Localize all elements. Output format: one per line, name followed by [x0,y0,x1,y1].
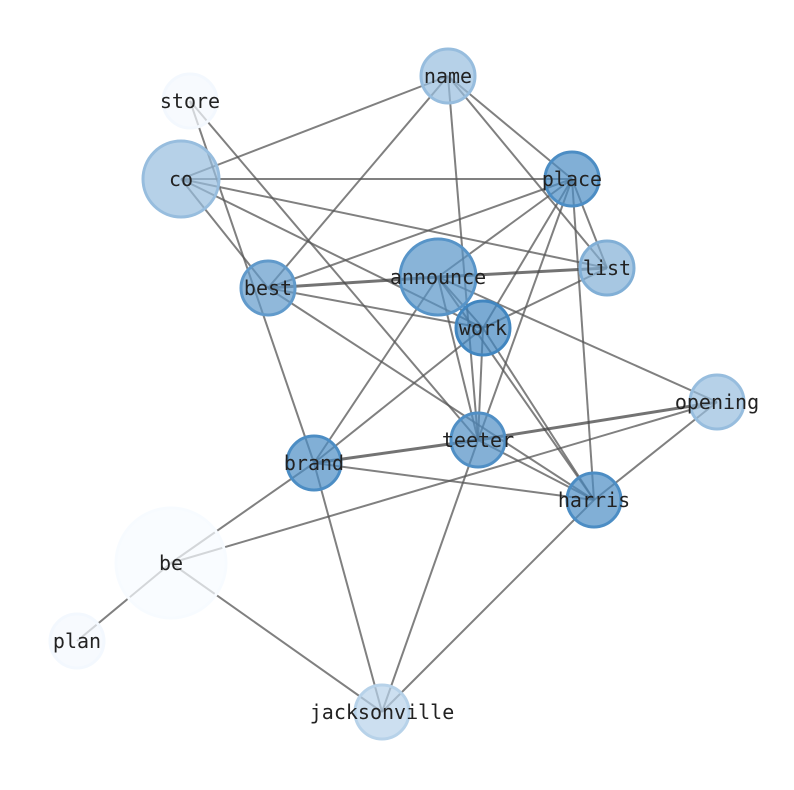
node-label: brand [284,451,344,475]
node-label: place [542,167,602,191]
edge-work-brand [313,327,484,464]
node-best[interactable]: best [239,259,297,317]
edge-store-teeter [189,100,479,441]
node-label: name [424,64,472,88]
node-label: best [244,276,292,300]
node-circle[interactable] [398,237,478,317]
nodes-layer: name store co place list announce best work open… [48,47,759,741]
node-label: plan [53,629,101,653]
node-label: list [583,256,631,280]
node-circle[interactable] [48,612,106,670]
node-circle[interactable] [565,471,623,529]
node-circle[interactable] [114,506,228,620]
node-announce[interactable]: announce [390,237,486,317]
node-label: opening [675,390,759,414]
edge-harris-jacksonville [381,499,595,713]
edge-co-list [180,178,608,269]
node-teeter[interactable]: teeter [442,411,514,469]
node-harris[interactable]: harris [558,471,630,529]
node-circle[interactable] [285,434,343,492]
edge-name-best [267,75,449,289]
node-circle[interactable] [578,239,636,297]
edge-place-teeter [477,178,573,441]
node-label: teeter [442,428,514,452]
node-plan[interactable]: plan [48,612,106,670]
node-label: co [169,167,193,191]
edge-name-list [447,75,608,269]
node-circle[interactable] [239,259,297,317]
node-opening[interactable]: opening [675,373,759,431]
edge-teeter-jacksonville [381,439,479,713]
edge-place-best [267,178,573,289]
node-circle[interactable] [449,411,507,469]
edge-teeter-opening [477,400,718,442]
node-circle[interactable] [353,683,411,741]
node-place[interactable]: place [542,150,602,208]
node-work[interactable]: work [454,299,512,357]
node-be[interactable]: be [114,506,228,620]
node-circle[interactable] [419,47,477,105]
node-label: announce [390,265,486,289]
node-label: work [459,316,507,340]
node-circle[interactable] [141,139,221,219]
edge-best-work [267,287,484,329]
node-label: harris [558,488,630,512]
edge-brand-jacksonville [313,462,383,713]
node-circle[interactable] [161,72,219,130]
node-circle[interactable] [454,299,512,357]
node-list[interactable]: list [578,239,636,297]
edge-name-co [180,75,449,180]
edge-best-harris [267,287,595,501]
node-name[interactable]: name [419,47,477,105]
node-store[interactable]: store [160,72,220,130]
edge-opening-be [170,401,718,564]
node-co[interactable]: co [141,139,221,219]
edge-brand-harris [313,462,595,501]
node-brand[interactable]: brand [284,434,344,492]
node-jacksonville[interactable]: jacksonville [310,683,455,741]
node-label: jacksonville [310,700,455,724]
edge-work-harris [482,327,595,501]
node-circle[interactable] [543,150,601,208]
node-circle[interactable] [688,373,746,431]
node-label: store [160,89,220,113]
edge-announce-opening [437,276,718,403]
node-label: be [159,551,183,575]
edge-place-harris [571,178,595,501]
